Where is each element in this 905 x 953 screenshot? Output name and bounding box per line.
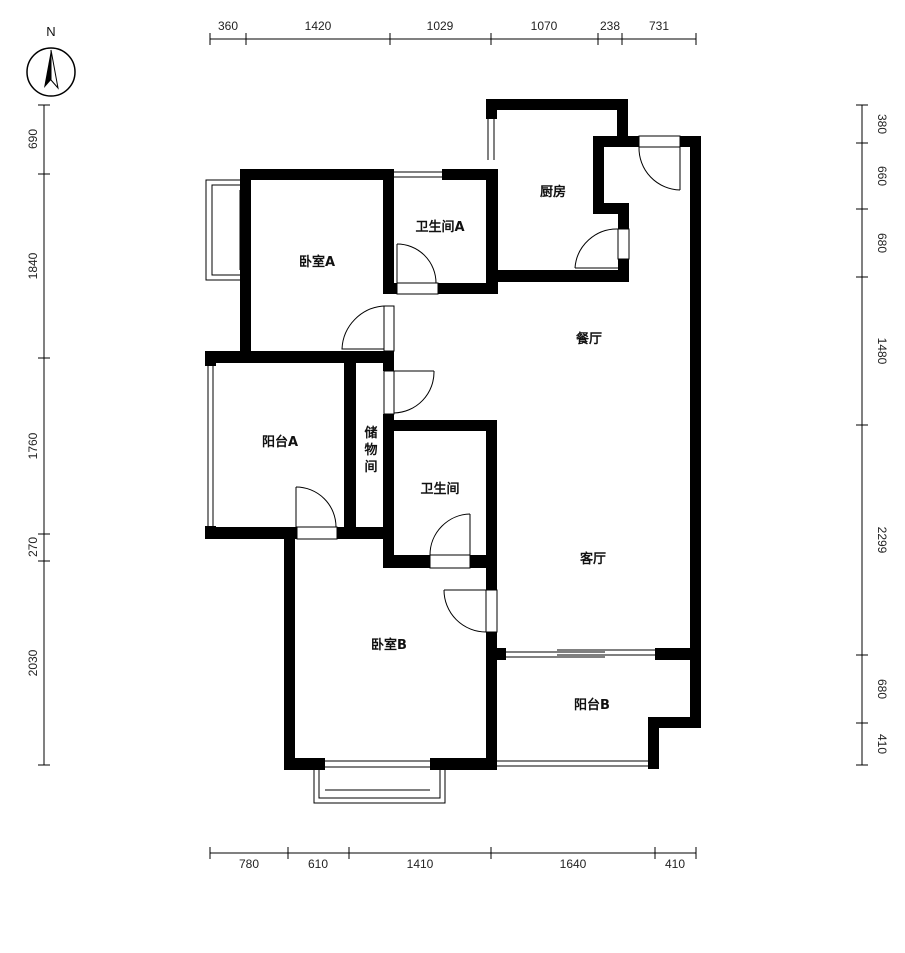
room-storage-char-3: 间 (364, 459, 377, 475)
room-balcony-b: 阳台B (574, 697, 610, 713)
dim-top-6: 731 (649, 19, 669, 33)
compass-circle (26, 47, 76, 97)
dim-right-4: 1480 (875, 338, 889, 365)
dim-left-2: 1840 (26, 252, 40, 279)
dim-right-1: 380 (875, 114, 889, 134)
room-balcony-a: 阳台A (262, 434, 298, 450)
door-kitchen (574, 228, 630, 269)
doors (295, 135, 681, 633)
room-kitchen: 厨房 (540, 184, 566, 200)
dim-left-3: 1760 (26, 432, 40, 459)
dimension-lines (38, 33, 868, 859)
room-labels: 卧室A 卫生间A 厨房 餐厅 阳台A 储 物 间 卫生间 客厅 卧室B 阳台B (262, 184, 610, 713)
room-bathroom: 卫生间 (420, 481, 459, 497)
dim-bottom-1: 780 (239, 857, 259, 871)
dim-top-3: 1029 (427, 19, 454, 33)
room-bathroom-a: 卫生间A (415, 219, 464, 235)
room-storage-char-2: 物 (364, 442, 377, 458)
dim-top-4: 1070 (531, 19, 558, 33)
room-storage-char-1: 储 (363, 425, 377, 441)
dim-top-1: 360 (218, 19, 238, 33)
dim-left-4: 270 (26, 537, 40, 557)
dim-right-3: 680 (875, 233, 889, 253)
dim-right-2: 660 (875, 166, 889, 186)
room-bedroom-b: 卧室B (371, 637, 407, 653)
dim-right-6: 680 (875, 679, 889, 699)
windows (205, 119, 655, 804)
walls (205, 99, 701, 770)
compass-arrow-icon (44, 50, 51, 88)
dimension-labels: 360 1420 1029 1070 238 731 780 610 1410 … (26, 19, 889, 871)
dim-bottom-4: 1640 (560, 857, 587, 871)
compass: N (26, 24, 76, 97)
door-bathroom (429, 513, 471, 569)
door-balcony-a (295, 486, 338, 540)
dim-bottom-5: 410 (665, 857, 685, 871)
compass-arrow-outline (50, 49, 59, 90)
dim-bottom-3: 1410 (407, 857, 434, 871)
dim-top-2: 1420 (305, 19, 332, 33)
dim-right-7: 410 (875, 734, 889, 754)
door-bedroom-b (443, 589, 498, 633)
door-bathroom-a (396, 243, 439, 295)
room-dining: 餐厅 (575, 331, 602, 347)
door-entrance (638, 135, 681, 191)
compass-north-label: N (46, 24, 55, 39)
dim-left-5: 2030 (26, 649, 40, 676)
dim-top-5: 238 (600, 19, 620, 33)
door-storage (383, 370, 435, 415)
door-bedroom-a (341, 305, 395, 352)
room-bedroom-a: 卧室A (299, 254, 335, 270)
dim-left-1: 690 (26, 129, 40, 149)
dim-right-5: 2299 (875, 527, 889, 554)
room-living: 客厅 (580, 551, 606, 567)
dim-bottom-2: 610 (308, 857, 328, 871)
